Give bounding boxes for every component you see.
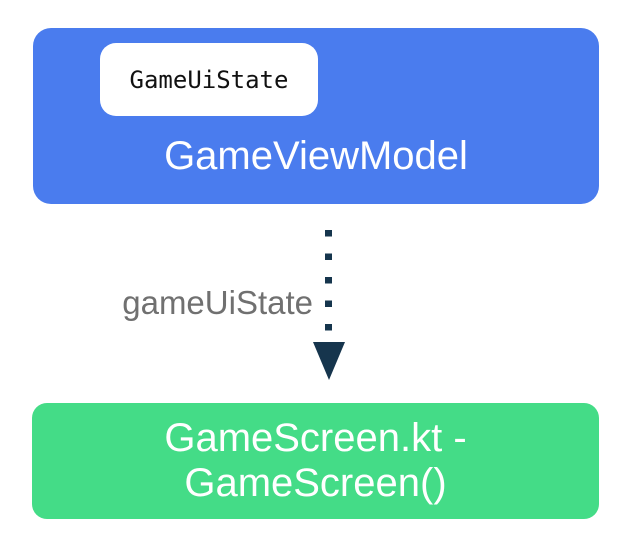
gamescreen-label: GameScreen.kt - GameScreen() [164,416,466,506]
dotted-arrow-line [325,230,332,334]
gameviewmodel-label: GameViewModel [164,134,468,178]
gameuistate-chip-label: GameUiState [129,65,289,94]
arrow-down-icon [313,342,345,380]
gamescreen-label-line1: GameScreen.kt - [164,416,467,460]
gamescreen-label-line2: GameScreen() [184,461,447,505]
gamescreen-box: GameScreen.kt - GameScreen() [32,403,599,519]
gameuistate-chip: GameUiState [100,43,318,116]
arrow-label: gameUiState [122,284,313,321]
gameviewmodel-box: GameUiState GameViewModel [33,28,599,204]
